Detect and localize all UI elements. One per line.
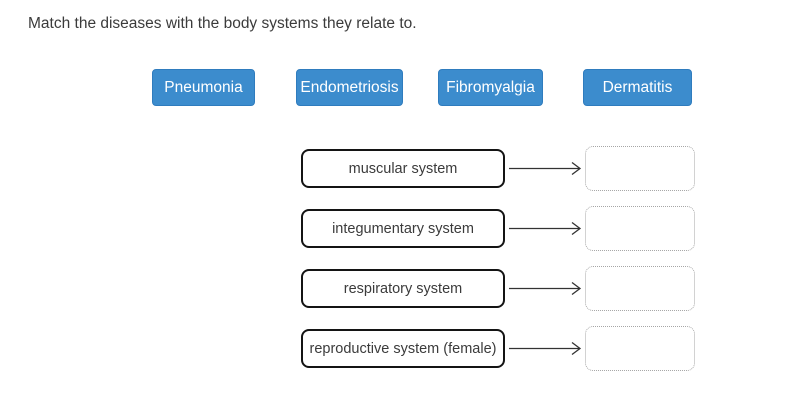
choice-pneumonia[interactable]: Pneumonia [152,69,255,106]
match-row-muscular: muscular system [0,146,787,191]
term-label: muscular system [348,160,458,177]
term-label: respiratory system [343,280,463,297]
drop-zone-reproductive[interactable] [585,326,695,371]
match-row-respiratory: respiratory system [0,266,787,311]
choice-fibromyalgia[interactable]: Fibromyalgia [438,69,543,106]
choice-dermatitis[interactable]: Dermatitis [583,69,692,106]
arrow-right-icon [509,221,582,236]
drop-zone-respiratory[interactable] [585,266,695,311]
choice-label: Endometriosis [300,78,399,96]
choice-label: Fibromyalgia [446,78,535,96]
drop-zone-integumentary[interactable] [585,206,695,251]
term-box-reproductive: reproductive system (female) [301,329,505,368]
term-label: integumentary system [332,220,474,237]
match-row-integumentary: integumentary system [0,206,787,251]
term-box-respiratory: respiratory system [301,269,505,308]
term-label: reproductive system (female) [309,340,497,357]
term-box-integumentary: integumentary system [301,209,505,248]
choice-endometriosis[interactable]: Endometriosis [296,69,403,106]
choice-label: Dermatitis [602,78,673,96]
choice-label: Pneumonia [164,78,243,96]
arrow-right-icon [509,281,582,296]
drop-zone-muscular[interactable] [585,146,695,191]
arrow-right-icon [509,341,582,356]
arrow-right-icon [509,161,582,176]
prompt-text: Match the diseases with the body systems… [28,15,417,32]
term-box-muscular: muscular system [301,149,505,188]
match-row-reproductive: reproductive system (female) [0,326,787,371]
